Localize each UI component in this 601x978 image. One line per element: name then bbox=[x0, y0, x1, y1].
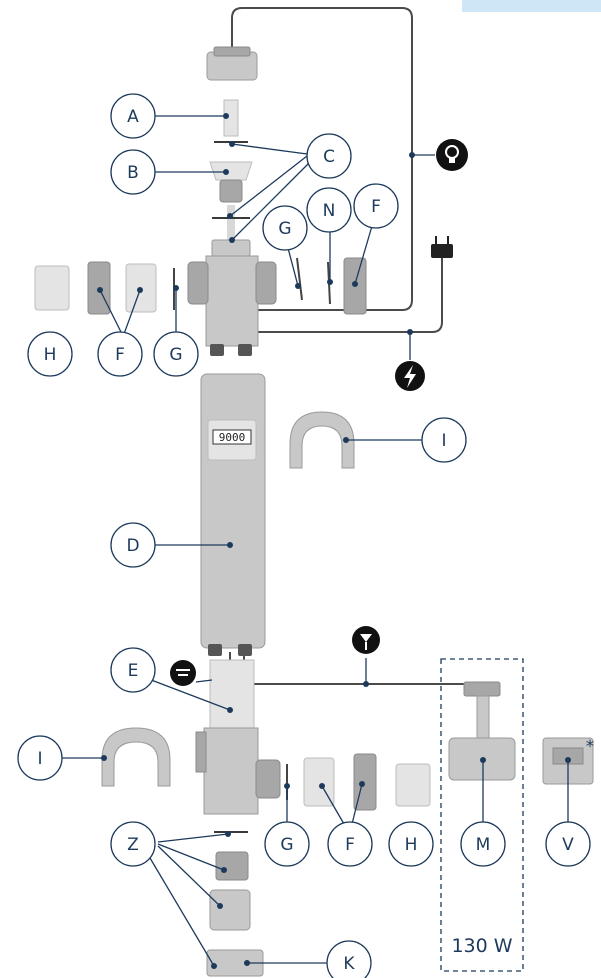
ground-icon bbox=[170, 660, 196, 686]
label-f-upper-right-circle bbox=[353, 183, 399, 229]
label-i-lower-circle bbox=[17, 735, 63, 781]
sensor-icon bbox=[352, 626, 380, 654]
label-g-lower-circle bbox=[264, 821, 310, 867]
label-b-circle bbox=[110, 149, 156, 195]
lower-tee-body bbox=[195, 727, 281, 815]
controller-display: 9000 bbox=[219, 431, 246, 444]
label-c-circle bbox=[306, 133, 352, 179]
label-c: C bbox=[323, 147, 335, 167]
lamp-icon bbox=[436, 139, 468, 171]
label-v: V bbox=[562, 835, 574, 855]
label-h-lower-circle bbox=[388, 821, 434, 867]
label-k-circle bbox=[326, 940, 372, 978]
part-h-upper bbox=[34, 265, 70, 311]
label-a: A bbox=[127, 107, 139, 127]
label-i-upper: I bbox=[441, 431, 446, 451]
label-b: B bbox=[127, 163, 139, 183]
label-i-lower: I bbox=[37, 749, 42, 769]
label-h-upper: H bbox=[44, 345, 57, 365]
part-b-cap bbox=[209, 161, 253, 203]
label-n: N bbox=[323, 201, 336, 221]
sensor-cable bbox=[243, 652, 497, 690]
label-f-lower-circle bbox=[327, 821, 373, 867]
label-f-upper-left: F bbox=[115, 345, 125, 365]
label-m-circle bbox=[460, 821, 506, 867]
label-g-upper-left-circle bbox=[153, 331, 199, 377]
power-rating: 130 W bbox=[451, 935, 512, 957]
asterisk-mark: * bbox=[586, 737, 595, 757]
label-g-upper-circle bbox=[262, 205, 308, 251]
label-d: D bbox=[126, 536, 139, 556]
label-m: M bbox=[476, 835, 491, 855]
label-e: E bbox=[128, 661, 139, 681]
bottom-adapter bbox=[209, 889, 251, 931]
part-i-clamp-upper bbox=[289, 411, 355, 469]
label-k: K bbox=[343, 954, 355, 974]
label-n-circle bbox=[306, 187, 352, 233]
label-i-upper-circle bbox=[421, 417, 467, 463]
part-m-sensor bbox=[448, 681, 516, 781]
ground-connector bbox=[208, 644, 222, 656]
top-union-nut bbox=[206, 46, 258, 81]
part-g-upper-right bbox=[296, 257, 303, 301]
part-e-tube bbox=[209, 659, 255, 731]
part-d-housing: 9000 bbox=[200, 373, 266, 649]
part-i-clamp-lower bbox=[101, 727, 171, 787]
label-g-upper-left: G bbox=[169, 345, 182, 365]
label-h-upper-circle bbox=[27, 331, 73, 377]
label-d-circle bbox=[110, 522, 156, 568]
part-h-lower bbox=[395, 763, 431, 807]
corner-tab bbox=[462, 0, 601, 12]
lightning-icon bbox=[395, 361, 425, 391]
power-connector bbox=[238, 344, 252, 356]
label-g-lower: G bbox=[280, 835, 293, 855]
label-f-upper-right: F bbox=[371, 197, 381, 217]
label-z: Z bbox=[127, 835, 139, 855]
bottom-cap-ridged bbox=[215, 851, 249, 881]
label-g-upper: G bbox=[278, 219, 291, 239]
label-f-lower: F bbox=[345, 835, 355, 855]
label-v-circle bbox=[545, 821, 591, 867]
label-h-lower: H bbox=[405, 835, 418, 855]
sensor-connector bbox=[238, 644, 252, 656]
sensor-box-border bbox=[440, 658, 524, 972]
upper-tee-body bbox=[187, 255, 277, 347]
plug-icon bbox=[431, 236, 453, 258]
label-f-upper-left-circle bbox=[97, 331, 143, 377]
lamp-connector bbox=[210, 344, 224, 356]
label-a-circle bbox=[110, 93, 156, 139]
label-z-circle bbox=[110, 821, 156, 867]
label-e-circle bbox=[110, 647, 156, 693]
